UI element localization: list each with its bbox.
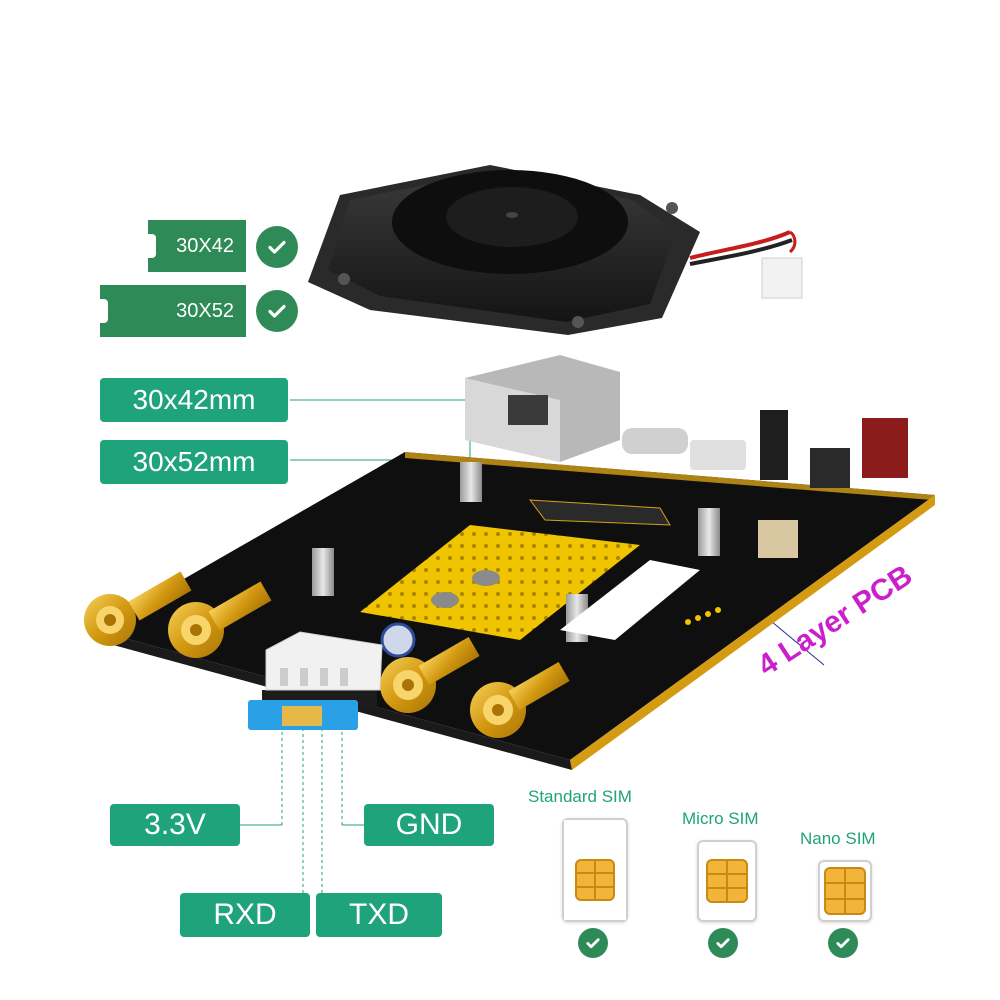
module-size-tag-30x52: 30X52 bbox=[100, 285, 246, 337]
pin-label-gnd: GND bbox=[364, 804, 494, 846]
sim-type-label-nano: Nano SIM bbox=[800, 829, 876, 848]
check-circle-icon bbox=[708, 928, 738, 958]
pin-label-text: TXD bbox=[349, 898, 409, 931]
slot-dimension-label: 30x42mm bbox=[132, 384, 256, 415]
slot-dimension-30x52mm: 30x52mm bbox=[100, 440, 288, 484]
sim-type-label-micro: Micro SIM bbox=[682, 809, 759, 828]
standard-sim-card bbox=[562, 818, 628, 922]
sim-chip-icon bbox=[824, 867, 866, 915]
pin-label-text: RXD bbox=[213, 898, 277, 931]
module-size-tag-30x42: 30X42 bbox=[148, 220, 246, 272]
check-circle-icon bbox=[256, 226, 298, 268]
pin-label-3v3: 3.3V bbox=[110, 804, 240, 846]
pin-label-text: GND bbox=[395, 808, 463, 841]
check-circle-icon bbox=[828, 928, 858, 958]
nano-sim-card bbox=[818, 860, 872, 922]
sma-connectors bbox=[84, 571, 570, 738]
pin-label-rxd: RXD bbox=[180, 893, 310, 937]
pin-label-text: 3.3V bbox=[144, 808, 206, 841]
slot-dimension-label: 30x52mm bbox=[132, 446, 256, 477]
sim-chip-icon bbox=[706, 859, 748, 903]
module-size-label: 30X52 bbox=[176, 299, 234, 322]
check-circle-icon bbox=[578, 928, 608, 958]
sim-header-connector bbox=[248, 631, 383, 730]
sim-chip-icon bbox=[564, 820, 626, 920]
micro-sim-card bbox=[697, 840, 757, 922]
module-size-label: 30X42 bbox=[176, 234, 234, 257]
pin-label-txd: TXD bbox=[316, 893, 442, 937]
check-circle-icon bbox=[256, 290, 298, 332]
slot-dimension-30x42mm: 30x42mm bbox=[100, 378, 288, 422]
cooling-fan bbox=[308, 165, 803, 335]
sim-type-label-standard: Standard SIM bbox=[528, 787, 632, 806]
